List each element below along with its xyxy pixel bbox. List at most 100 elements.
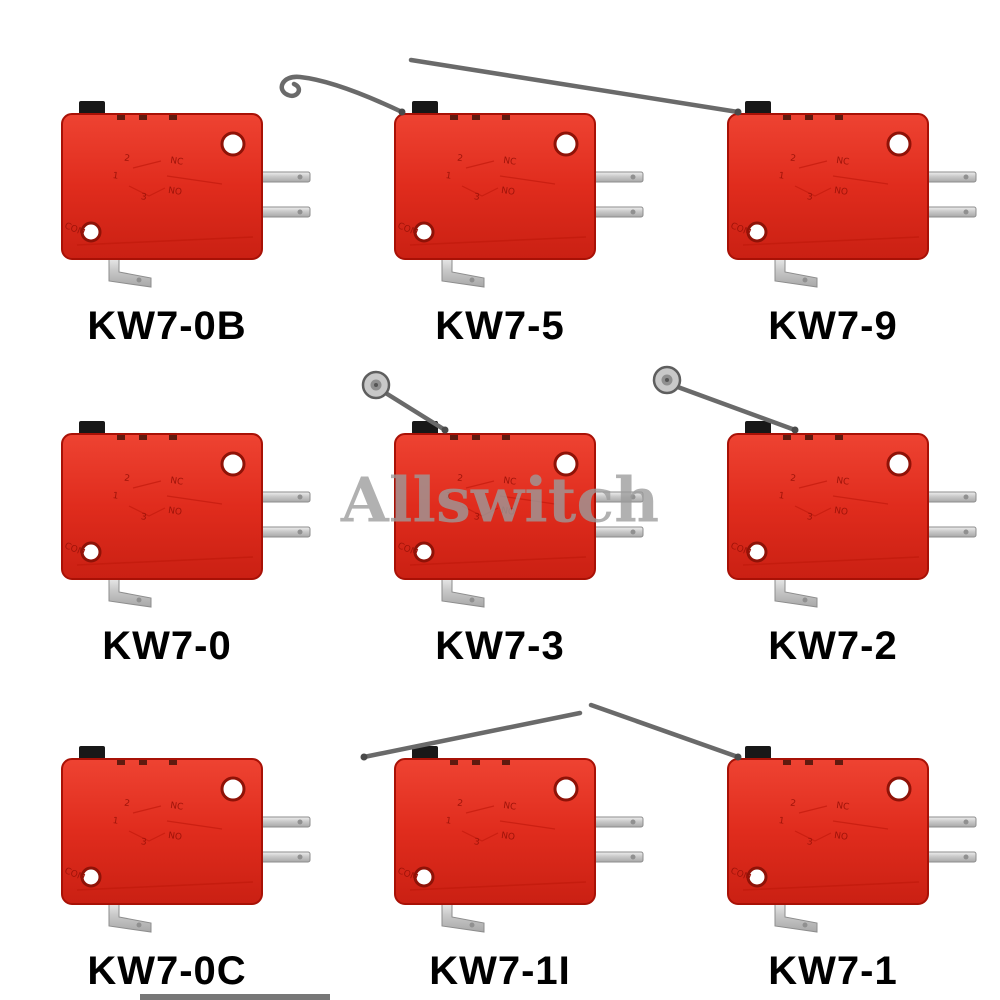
com-terminal-pin: [774, 900, 818, 933]
molded-line: [742, 881, 920, 891]
mounting-hole-bottom: [80, 541, 102, 563]
nc-pin-hole: [630, 174, 636, 180]
no-pin-hole: [630, 209, 636, 215]
switch-body-group: 2 1 3 NC NO COM: [61, 746, 311, 933]
marking-no: NO: [833, 506, 848, 518]
top-rivet: [783, 760, 791, 765]
molded-circuit-lines: [794, 160, 889, 197]
switch-cell-kw7-5: 2 1 3 NC NO COM KW7-5: [279, 30, 667, 355]
mounting-hole-top: [553, 451, 579, 477]
top-rivet: [139, 435, 147, 440]
com-pin-hole: [136, 597, 142, 603]
mounting-hole-top: [886, 451, 912, 477]
marking-nc: NC: [503, 476, 517, 488]
molded-line: [409, 881, 587, 891]
actuator-lever: [408, 57, 741, 115]
top-rivet: [472, 435, 480, 440]
mounting-hole-bottom: [80, 866, 102, 888]
com-terminal-pin: [441, 575, 485, 608]
top-rivet: [502, 115, 510, 120]
marking-pin2: 2: [456, 799, 463, 810]
mounting-hole-top: [553, 776, 579, 802]
switch-body-group: 2 1 3 NC NO COM: [727, 101, 977, 288]
no-pin-hole: [297, 209, 303, 215]
switch-label: KW7-0: [102, 624, 232, 668]
lever-slot: [588, 702, 742, 761]
switch-label: KW7-0B: [87, 304, 247, 348]
lever-slot: [652, 365, 799, 434]
top-rivet: [805, 435, 813, 440]
mounting-hole-top: [220, 776, 246, 802]
switch-cell-kw7-0c: 2 1 3 NC NO COM KW7-0C: [1, 675, 334, 1000]
no-pin-hole: [963, 209, 969, 215]
switch-cell-kw7-2: 2 1 3 NC NO COM KW7-2: [652, 355, 1000, 675]
molded-circuit-lines: [128, 805, 223, 842]
marking-nc: NC: [170, 801, 184, 813]
marking-pin3: 3: [806, 192, 813, 203]
switch-body-group: 2 1 3 NC NO COM: [727, 746, 977, 933]
com-pin-hole: [136, 277, 142, 283]
switch-image-kw7-3: 2 1 3 NC NO COM: [361, 370, 644, 608]
molded-line: [76, 556, 254, 566]
marking-pin2: 2: [123, 154, 130, 165]
marking-pin2: 2: [123, 474, 130, 485]
top-rivet: [805, 760, 813, 765]
mounting-hole-bottom: [413, 866, 435, 888]
top-rivet: [783, 435, 791, 440]
mounting-hole-bottom: [746, 221, 768, 243]
mounting-hole-bottom: [413, 221, 435, 243]
top-rivet: [835, 760, 843, 765]
marking-no: NO: [167, 186, 182, 198]
top-rivet: [117, 760, 125, 765]
top-rivet: [502, 435, 510, 440]
switch-body-group: 2 1 3 NC NO COM: [394, 746, 644, 933]
switch-label: KW7-3: [435, 624, 565, 668]
marking-pin1: 1: [778, 491, 785, 502]
marking-pin2: 2: [123, 799, 130, 810]
top-rivet: [169, 115, 177, 120]
mounting-hole-bottom: [746, 866, 768, 888]
marking-nc: NC: [503, 156, 517, 168]
molded-line: [76, 236, 254, 246]
switch-housing: [727, 758, 929, 905]
marking-pin3: 3: [806, 512, 813, 523]
marking-pin3: 3: [140, 837, 147, 848]
switch-housing: [727, 433, 929, 580]
switch-housing: [394, 758, 596, 905]
no-pin-hole: [963, 854, 969, 860]
switch-label: KW7-1I: [429, 949, 571, 993]
molded-line: [409, 556, 587, 566]
molded-circuit-lines: [794, 805, 889, 842]
marking-pin3: 3: [806, 837, 813, 848]
top-rivet: [117, 115, 125, 120]
actuator-lever: [381, 389, 448, 433]
switch-housing: [61, 113, 263, 260]
marking-pin1: 1: [445, 171, 452, 182]
switch-cell-kw7-1i: 2 1 3 NC NO COM KW7-1I: [334, 675, 667, 1000]
top-rivet: [117, 435, 125, 440]
com-pin-hole: [802, 922, 808, 928]
switch-label: KW7-1: [768, 949, 898, 993]
molded-circuit-lines: [461, 160, 556, 197]
marking-no: NO: [500, 831, 515, 843]
molded-line: [409, 236, 587, 246]
mounting-hole-top: [886, 776, 912, 802]
marking-pin1: 1: [445, 816, 452, 827]
switch-housing: [61, 433, 263, 580]
switch-housing: [394, 433, 596, 580]
marking-pin3: 3: [140, 512, 147, 523]
top-rivet: [835, 435, 843, 440]
marking-no: NO: [833, 186, 848, 198]
top-rivet: [805, 115, 813, 120]
no-pin-hole: [630, 854, 636, 860]
com-pin-hole: [469, 597, 475, 603]
com-pin-hole: [802, 597, 808, 603]
marking-no: NO: [833, 831, 848, 843]
lever-pivot-rivet: [734, 753, 742, 761]
top-rivet: [139, 760, 147, 765]
roller: [665, 378, 669, 382]
switch-cell-kw7-9: 2 1 3 NC NO COM KW7-9: [408, 30, 1000, 355]
marking-pin3: 3: [140, 192, 147, 203]
lever-pivot-rivet: [398, 108, 406, 116]
